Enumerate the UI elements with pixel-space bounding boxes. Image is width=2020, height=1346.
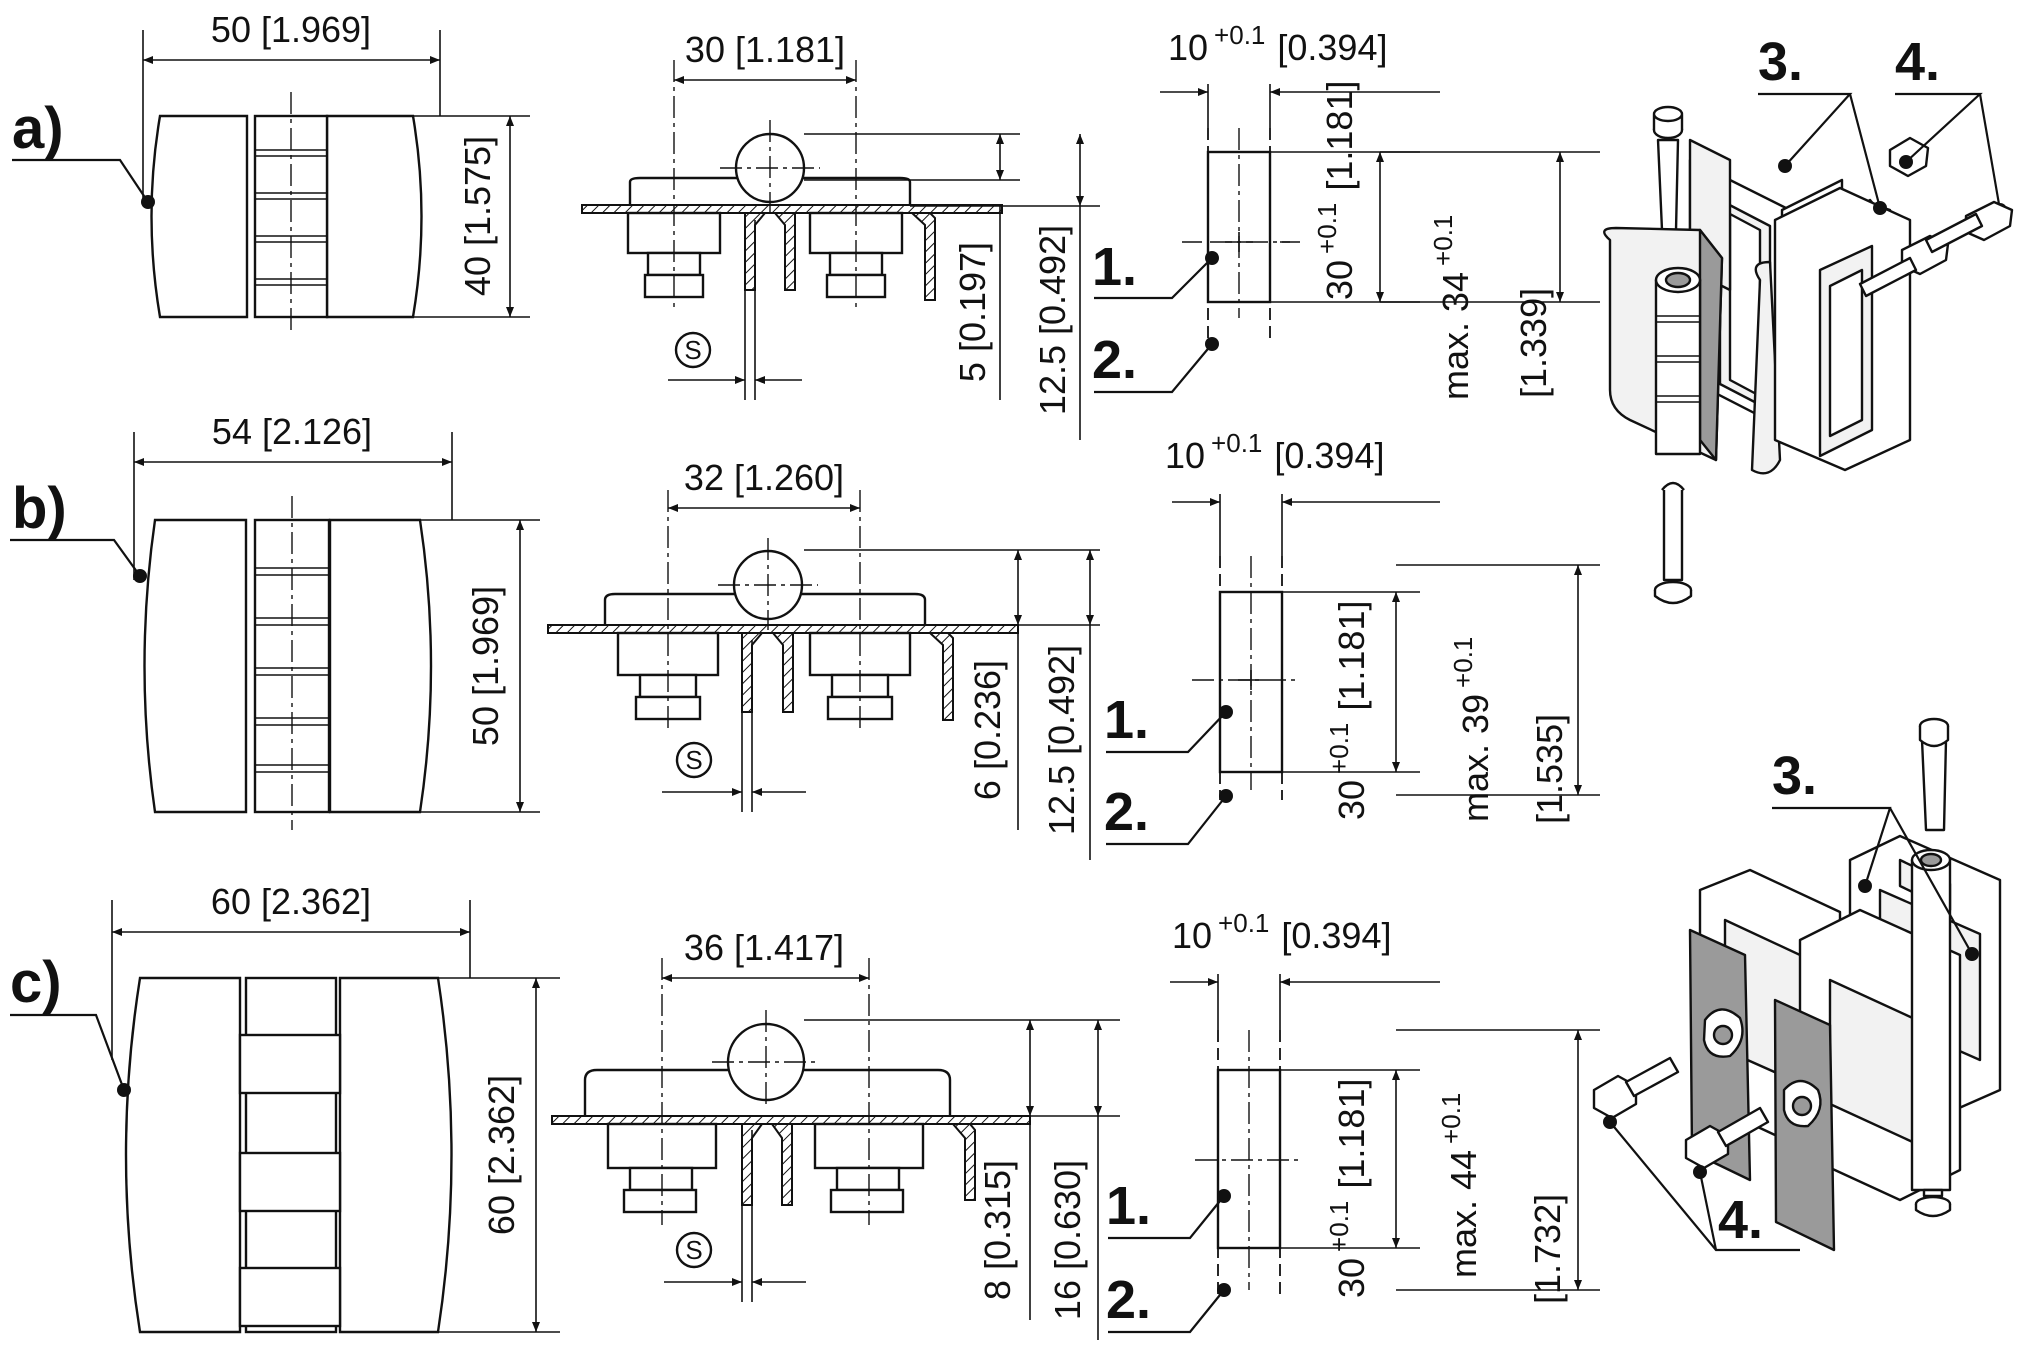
row-label: b) <box>12 476 67 541</box>
height-dimension: 50 [1.969] <box>465 586 506 746</box>
hinge-section-view: 32 [1.260] 6 [0.236] 12.5 [0.492] S <box>547 457 1100 860</box>
section-width-dimension: 32 [1.260] <box>684 457 844 498</box>
hinge-section-view: 30 [1.181] 5 [0.197] 12.5 [0.492] S <box>581 29 1100 440</box>
cutout-height-dimension: 30+0.1[1.181] <box>1324 1079 1372 1298</box>
height-dimension: 60 [2.362] <box>481 1075 522 1235</box>
width-dimension: 60 [2.362] <box>211 881 371 922</box>
callout-2: 2. <box>1106 1270 1151 1330</box>
hinge-front-view: 50 [1.969] 40 [1.575] <box>12 9 530 335</box>
callout-1: 1. <box>1106 1176 1151 1236</box>
callout-4: 4. <box>1895 32 1940 92</box>
callout-3: 3. <box>1758 32 1803 92</box>
callout-4: 4. <box>1718 1190 1763 1250</box>
width-dimension: 50 [1.969] <box>211 9 371 50</box>
cutout-height-dimension: 30+0.1[1.181] <box>1324 601 1372 820</box>
total-height-dimension: 12.5 [0.492] <box>1032 225 1073 415</box>
symbol-s: S <box>685 1235 702 1265</box>
cutout-height-dimension: 30+0.1[1.181] <box>1312 81 1360 300</box>
width-dimension: 54 [2.126] <box>212 411 372 452</box>
max-panel-thickness-dimension: max. 44+0.1 <box>1436 1093 1484 1278</box>
panel-cutout-view: 10+0.1[0.394] 30+0.1[1.181] max. 34+0.1 … <box>1092 20 1600 400</box>
row-b: b) 54 [2.126] 50 [1.969] <box>10 411 1600 860</box>
total-height-dimension: 16 [0.630] <box>1047 1160 1088 1320</box>
max-panel-thickness-dimension: max. 39+0.1 <box>1448 637 1496 822</box>
offset-dimension: 5 [0.197] <box>952 242 993 382</box>
symbol-s: S <box>684 335 701 365</box>
row-label: a) <box>12 96 64 161</box>
row-c: c) 60 [2.362] 60 [2.362] <box>10 881 1600 1340</box>
hinge-front-view: 54 [2.126] 50 [1.969] <box>10 411 540 830</box>
hinge-front-view: 60 [2.362] 60 [2.362] <box>10 881 560 1334</box>
max-panel-thickness-inch: [1.535] <box>1529 714 1570 824</box>
section-width-dimension: 30 [1.181] <box>685 29 845 70</box>
section-width-dimension: 36 [1.417] <box>684 927 844 968</box>
callout-1: 1. <box>1104 690 1149 750</box>
hinge-section-view: 36 [1.417] 8 [0.315] 16 [0.630] S <box>551 927 1120 1340</box>
cutout-width-dimension: 10+0.1[0.394] <box>1165 428 1384 476</box>
symbol-s: S <box>685 745 702 775</box>
panel-cutout-view: 10+0.1[0.394] 30+0.1[1.181] max. 39+0.1 … <box>1104 428 1600 846</box>
height-dimension: 40 [1.575] <box>457 136 498 296</box>
total-height-dimension: 12.5 [0.492] <box>1041 645 1082 835</box>
max-panel-thickness-dimension: max. 34+0.1 <box>1428 215 1476 400</box>
row-a: a) 50 [1.969] 40 [1.575] <box>12 9 1600 440</box>
offset-dimension: 8 [0.315] <box>977 1160 1018 1300</box>
max-panel-thickness-inch: [1.732] <box>1527 1194 1568 1304</box>
cutout-width-dimension: 10+0.1[0.394] <box>1172 908 1391 956</box>
cutout-width-dimension: 10+0.1[0.394] <box>1168 20 1387 68</box>
callout-3: 3. <box>1772 746 1817 806</box>
callout-2: 2. <box>1092 330 1137 390</box>
row-label: c) <box>10 950 62 1015</box>
callout-2: 2. <box>1104 782 1149 842</box>
offset-dimension: 6 [0.236] <box>967 660 1008 800</box>
iso-hinge-top: 3. 4. <box>1603 32 2014 605</box>
max-panel-thickness-inch: [1.339] <box>1513 288 1554 398</box>
callout-1: 1. <box>1092 237 1137 297</box>
panel-cutout-view: 10+0.1[0.394] 30+0.1[1.181] max. 44+0.1 … <box>1106 908 1600 1334</box>
iso-hinge-bottom: 3. 4. <box>1592 717 2002 1252</box>
